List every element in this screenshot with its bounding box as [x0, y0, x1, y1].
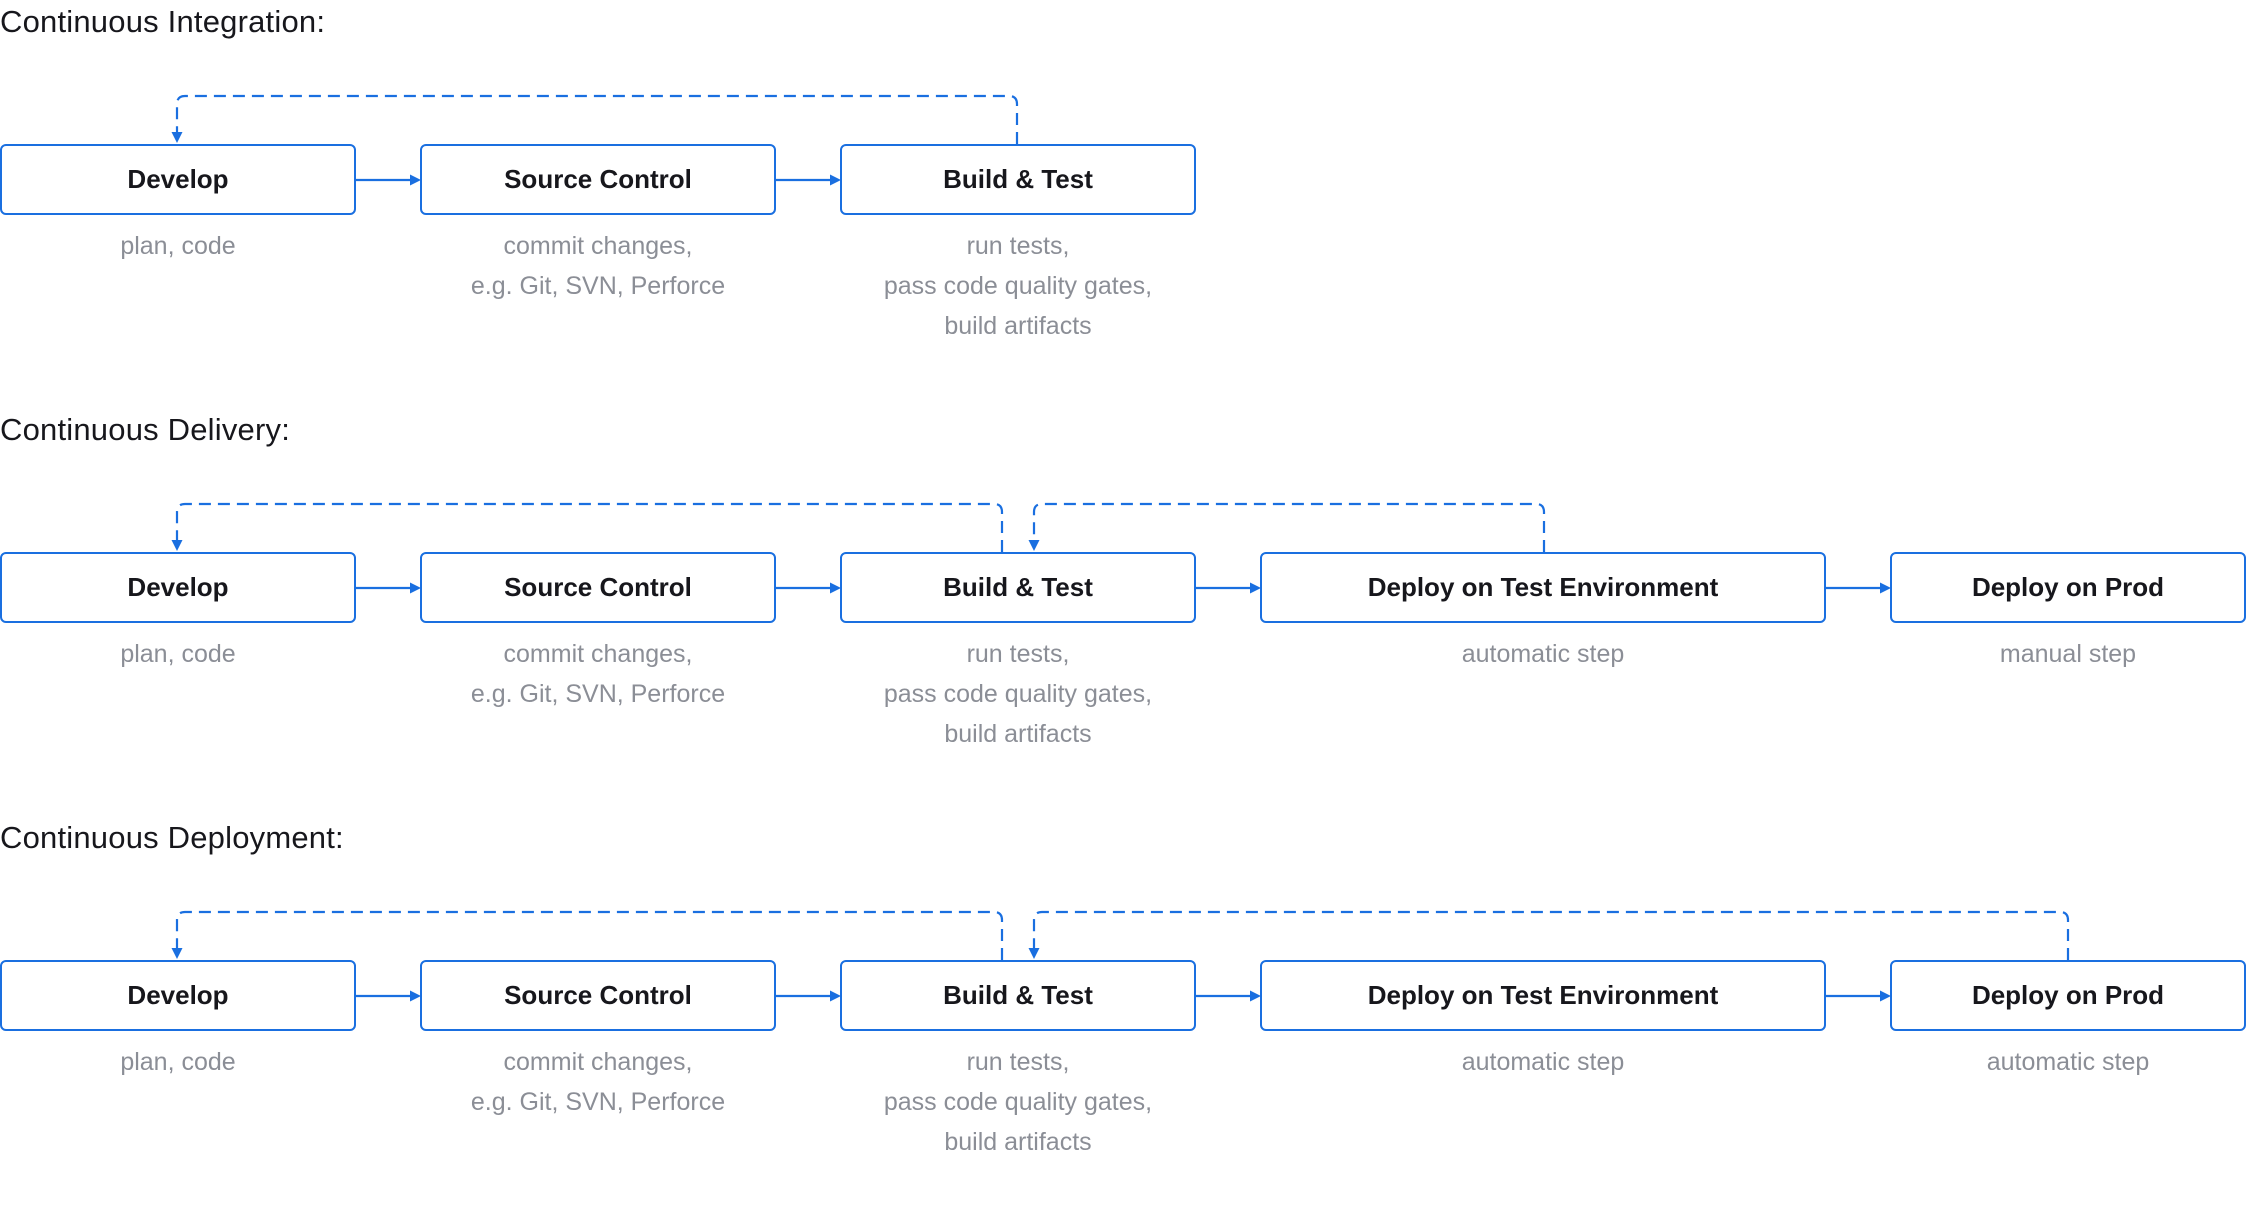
arrowhead: [410, 174, 421, 186]
stage-description: automatic step: [1260, 634, 1826, 674]
stage-description: commit changes, e.g. Git, SVN, Perforce: [420, 226, 776, 306]
description-line: manual step: [1999, 640, 2137, 668]
stage-build-test: Build & Test: [840, 552, 1196, 623]
description-line: build artifacts: [944, 1128, 1092, 1156]
stage-description: plan, code: [0, 1042, 356, 1082]
description-line: run tests,: [966, 1048, 1070, 1076]
stage-description: plan, code: [0, 634, 356, 674]
description-line: pass code quality gates,: [883, 272, 1153, 300]
stage-develop: Develop: [0, 960, 356, 1031]
arrowhead: [1880, 990, 1891, 1002]
description-line: build artifacts: [944, 720, 1092, 748]
description-line: commit changes,: [503, 640, 693, 668]
stage-build-test: Build & Test: [840, 960, 1196, 1031]
description-line: pass code quality gates,: [883, 1088, 1153, 1116]
description-line: run tests,: [966, 232, 1070, 260]
arrowhead: [830, 174, 841, 186]
stage-deploy-prod: Deploy on Prod: [1890, 552, 2246, 623]
stage-description: run tests, pass code quality gates, buil…: [840, 226, 1196, 346]
feedback-loop-arrow: [175, 502, 1004, 552]
stage-label: Source Control: [504, 164, 692, 194]
arrowhead: [171, 540, 183, 551]
stage-description: automatic step: [1890, 1042, 2246, 1082]
section-title: Continuous Integration:: [0, 4, 326, 39]
feedback-loop-arrow: [175, 94, 1019, 144]
stage-description: manual step: [1890, 634, 2246, 674]
stage-description: commit changes, e.g. Git, SVN, Perforce: [420, 1042, 776, 1122]
arrowhead: [410, 582, 421, 594]
description-line: automatic step: [1461, 640, 1625, 668]
description-line: e.g. Git, SVN, Perforce: [470, 1088, 726, 1116]
description-line: e.g. Git, SVN, Perforce: [470, 272, 726, 300]
stage-label: Build & Test: [943, 980, 1093, 1010]
stage-label: Deploy on Prod: [1971, 980, 2165, 1010]
diagram-continuous-delivery: Continuous Delivery: Develop Source Cont…: [0, 408, 2246, 816]
arrowhead: [410, 990, 421, 1002]
arrowhead: [830, 990, 841, 1002]
stage-description: run tests, pass code quality gates, buil…: [840, 634, 1196, 754]
description-line: build artifacts: [944, 312, 1092, 340]
stage-label: Develop: [127, 572, 229, 602]
description-line: plan, code: [120, 640, 236, 668]
stage-description: plan, code: [0, 226, 356, 266]
stage-description: run tests, pass code quality gates, buil…: [840, 1042, 1196, 1162]
stage-build-test: Build & Test: [840, 144, 1196, 215]
stage-label: Develop: [127, 980, 229, 1010]
arrowhead: [1880, 582, 1891, 594]
stage-label: Develop: [127, 164, 229, 194]
stage-label: Deploy on Test Environment: [1367, 980, 1719, 1010]
diagram-continuous-deployment: Continuous Deployment: Develop Source Co…: [0, 816, 2246, 1224]
arrowhead: [830, 582, 841, 594]
stage-source-control: Source Control: [420, 552, 776, 623]
section-title: Continuous Deployment:: [0, 820, 344, 855]
connector-lines: [171, 910, 2070, 1002]
stage-description: commit changes, e.g. Git, SVN, Perforce: [420, 634, 776, 714]
stage-label: Build & Test: [943, 572, 1093, 602]
stage-deploy-prod: Deploy on Prod: [1890, 960, 2246, 1031]
arrowhead: [1028, 540, 1040, 551]
stage-develop: Develop: [0, 552, 356, 623]
stage-deploy-test-env: Deploy on Test Environment: [1260, 960, 1826, 1031]
arrowhead: [171, 132, 183, 143]
connector-lines: [171, 502, 1891, 594]
description-line: commit changes,: [503, 1048, 693, 1076]
diagram-continuous-integration: Continuous Integration: Develop Source C…: [0, 0, 2246, 408]
arrowhead: [1028, 948, 1040, 959]
stage-description: automatic step: [1260, 1042, 1826, 1082]
connector-lines: [171, 94, 1019, 186]
stage-label: Source Control: [504, 980, 692, 1010]
feedback-loop-arrow: [1032, 910, 2070, 960]
stage-develop: Develop: [0, 144, 356, 215]
description-line: e.g. Git, SVN, Perforce: [470, 680, 726, 708]
description-line: automatic step: [1986, 1048, 2150, 1076]
stage-label: Source Control: [504, 572, 692, 602]
description-line: plan, code: [120, 1048, 236, 1076]
description-line: plan, code: [120, 232, 236, 260]
description-line: pass code quality gates,: [883, 680, 1153, 708]
section-title: Continuous Delivery:: [0, 412, 291, 447]
stage-deploy-test-env: Deploy on Test Environment: [1260, 552, 1826, 623]
feedback-loop-arrow: [175, 910, 1004, 960]
arrowhead: [1250, 582, 1261, 594]
description-line: automatic step: [1461, 1048, 1625, 1076]
stage-label: Deploy on Prod: [1971, 572, 2165, 602]
description-line: run tests,: [966, 640, 1070, 668]
stage-source-control: Source Control: [420, 144, 776, 215]
stage-source-control: Source Control: [420, 960, 776, 1031]
description-line: commit changes,: [503, 232, 693, 260]
arrowhead: [1250, 990, 1261, 1002]
arrowhead: [171, 948, 183, 959]
feedback-loop-arrow: [1032, 502, 1546, 552]
stage-label: Build & Test: [943, 164, 1093, 194]
stage-label: Deploy on Test Environment: [1367, 572, 1719, 602]
